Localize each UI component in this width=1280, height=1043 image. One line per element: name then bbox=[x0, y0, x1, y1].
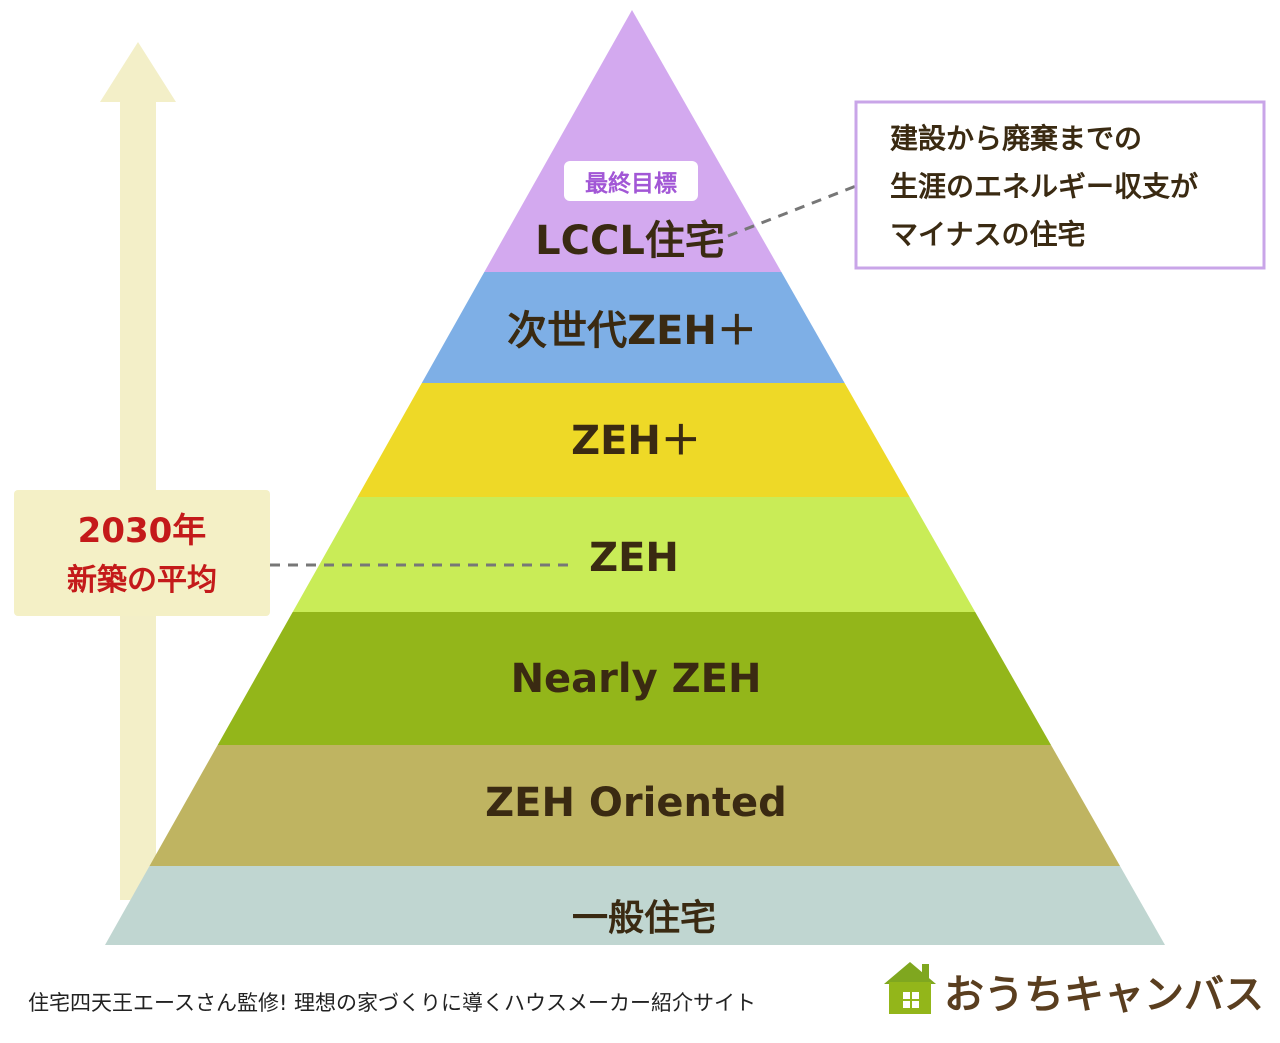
brand-name: おうちキャンバス bbox=[944, 972, 1264, 1018]
tier-label-zeh-oriented: ZEH Oriented bbox=[485, 780, 787, 826]
tier-label-lccl: LCCL住宅 bbox=[535, 218, 725, 264]
tier-general-house bbox=[105, 866, 1165, 945]
tier-zeh-plus bbox=[357, 383, 910, 497]
brand-logo: おうちキャンバス bbox=[884, 962, 1264, 1018]
tier-next-gen-zeh-plus bbox=[421, 272, 845, 383]
progress-arrow bbox=[100, 42, 176, 900]
note-connector-line bbox=[727, 184, 857, 238]
tier-label-nearly-zeh: Nearly ZEH bbox=[511, 656, 762, 702]
note-line-2: 生涯のエネルギー収支が bbox=[890, 170, 1198, 203]
tier-lccl bbox=[484, 10, 782, 272]
badge-background bbox=[564, 161, 698, 201]
note-line-3: マイナスの住宅 bbox=[890, 218, 1085, 251]
tier-label-zeh-plus: ZEH＋ bbox=[571, 418, 701, 464]
arrow-head bbox=[100, 42, 176, 102]
final-goal-badge: 最終目標 bbox=[564, 161, 698, 201]
tier-label-general-house: 一般住宅 bbox=[572, 897, 716, 939]
footer-tagline: 住宅四天王エースさん監修! 理想の家づくりに導くハウスメーカー紹介サイト bbox=[28, 991, 756, 1015]
tier-label-zeh: ZEH bbox=[589, 535, 679, 581]
house-icon bbox=[884, 962, 936, 1014]
average-box bbox=[14, 490, 270, 616]
pyramid bbox=[105, 10, 1165, 945]
year-label: 2030年 bbox=[78, 511, 207, 551]
note-box bbox=[854, 100, 1266, 270]
badge-label: 最終目標 bbox=[585, 170, 677, 197]
note-line-1: 建設から廃棄までの bbox=[890, 122, 1142, 155]
tier-nearly-zeh bbox=[217, 612, 1051, 745]
tier-zeh-oriented bbox=[149, 745, 1120, 866]
average-caption: 新築の平均 bbox=[67, 563, 217, 598]
tier-label-next-gen-zeh-plus: 次世代ZEH＋ bbox=[507, 308, 757, 354]
tier-zeh bbox=[292, 497, 976, 612]
